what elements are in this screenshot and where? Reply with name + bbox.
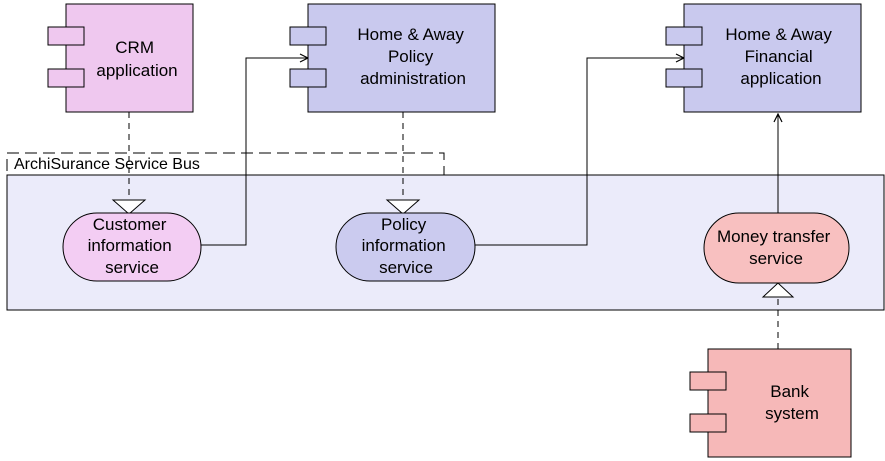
component-icon-tab-bottom (289, 68, 327, 88)
label-line: service (105, 258, 159, 277)
label-line: Bank (770, 382, 809, 401)
service-label: Policy information service (362, 215, 451, 277)
component-body (65, 3, 194, 113)
label-line: CRM (115, 38, 154, 57)
label-line: information (362, 236, 446, 255)
component-label: Home & Away Financial application (725, 25, 836, 88)
component-body (683, 3, 862, 113)
service-bus-label: ArchiSurance Service Bus (14, 156, 200, 173)
label-line: service (379, 258, 433, 277)
service-body (335, 212, 476, 282)
label-line: system (765, 404, 819, 423)
realization-arrowhead-customer (111, 199, 147, 215)
component-icon-tab-bottom (689, 413, 727, 433)
component-icon-tab-top (289, 26, 327, 46)
component-crm-application[interactable]: CRM application (47, 3, 194, 113)
component-icon-tab-top (47, 26, 85, 46)
component-icon-tab-bottom (47, 68, 85, 88)
label-line: Policy (381, 215, 427, 234)
component-label: CRM application (96, 38, 177, 80)
label-line: service (749, 249, 803, 268)
component-financial-application[interactable]: Home & Away Financial application (665, 3, 862, 113)
service-money-transfer[interactable]: Money transfer service (703, 212, 850, 284)
connectors (111, 58, 795, 349)
label-line: Customer (93, 215, 167, 234)
realization-arrowhead-policy (385, 199, 421, 215)
label-line: Home & Away (357, 25, 464, 44)
service-label: Customer information service (88, 215, 177, 277)
component-bank-system[interactable]: Bank system (689, 348, 852, 458)
service-label: Money transfer service (717, 227, 835, 268)
label-line: Policy (388, 47, 434, 66)
service-body (703, 212, 850, 284)
component-body (707, 348, 852, 458)
component-icon-tab-bottom (665, 68, 703, 88)
used-by-policy-service-to-financial (475, 58, 684, 246)
label-line: application (740, 69, 821, 88)
label-line: application (96, 61, 177, 80)
component-icon-tab-top (665, 26, 703, 46)
service-body (62, 212, 202, 282)
label-line: Money transfer (717, 227, 831, 246)
label-line: Home & Away (725, 25, 832, 44)
service-customer-information[interactable]: Customer information service (62, 212, 202, 282)
used-by-customer-service-to-policy-admin (201, 58, 308, 246)
component-label: Bank system (765, 382, 819, 423)
label-line: Financial (745, 47, 813, 66)
component-icon-tab-top (689, 371, 727, 391)
component-label: Home & Away Policy administration (357, 25, 468, 88)
realization-arrowhead-money (761, 282, 795, 298)
component-policy-administration[interactable]: Home & Away Policy administration (289, 3, 496, 113)
service-policy-information[interactable]: Policy information service (335, 212, 476, 282)
component-body (307, 3, 496, 113)
label-line: information (88, 236, 172, 255)
label-line: administration (360, 69, 466, 88)
